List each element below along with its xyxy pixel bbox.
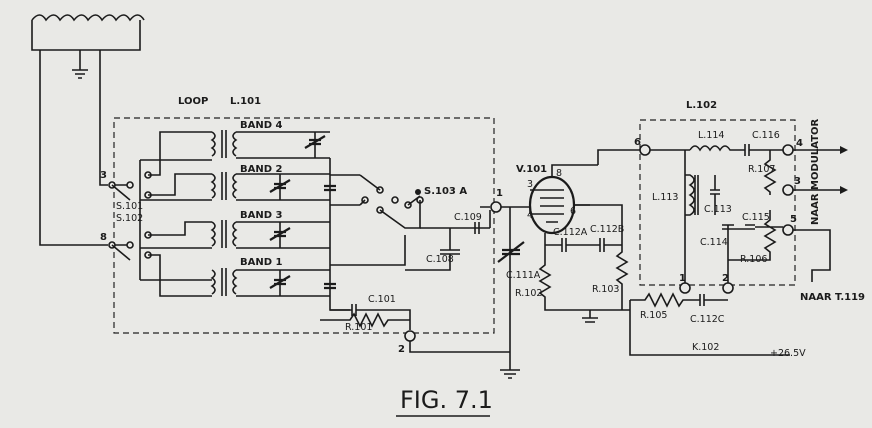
loop-ref-label: L.101 — [230, 96, 261, 107]
c109-label: C.109 — [454, 212, 482, 223]
l102-terminal-5 — [782, 224, 794, 236]
tube-pin-6: 6 — [570, 206, 576, 217]
l102-terminal-4 — [782, 144, 794, 156]
r102-label: R.102 — [515, 288, 542, 299]
c112b-label: C.112B — [590, 224, 624, 235]
r105-label: R.105 — [640, 310, 667, 321]
selector-switch-s101 — [108, 171, 152, 261]
c101-label: C.101 — [368, 294, 396, 305]
loop-box-outline — [113, 117, 495, 334]
r103-label: R.103 — [592, 284, 619, 295]
tube-pin-8: 8 — [556, 168, 562, 179]
tube-pin-3: 3 — [527, 179, 533, 190]
l102-label: L.102 — [686, 100, 717, 111]
l114-label: L.114 — [698, 130, 724, 141]
c112c-label: C.112C — [690, 314, 725, 325]
s101-label: S.101 — [116, 201, 143, 212]
c114-label: C.114 — [700, 237, 728, 248]
l102-pin-6-label: 6 — [634, 137, 641, 148]
s102-label: S.102 — [116, 213, 143, 224]
l102-terminal-2 — [722, 282, 734, 294]
terminal-1-label: 1 — [496, 188, 503, 199]
c101-r101-wiring — [320, 304, 411, 330]
output-arrows — [840, 146, 848, 194]
l102-pin-1-label: 1 — [679, 273, 686, 284]
band2-label: BAND 2 — [240, 164, 283, 175]
tube-v101 — [528, 164, 598, 235]
s103a-label: S.103 A — [424, 186, 467, 197]
tube-label: V.101 — [516, 164, 547, 175]
output-modulator-label: NAAR MODULATOR — [810, 118, 821, 225]
supply-voltage-label: +26.5V — [770, 348, 806, 359]
terminal-3-label: 3 — [100, 170, 107, 181]
k102-label: K.102 — [692, 342, 719, 353]
tube-pin-4: 4 — [527, 210, 533, 221]
output-t119-label: NAAR T.119 — [800, 292, 865, 303]
band-transformers — [210, 130, 238, 296]
rotary-switch-s103a — [359, 174, 424, 229]
r106-label: R.106 — [740, 254, 767, 265]
loop-antenna-coil — [31, 14, 145, 246]
c111a-capacitor — [497, 241, 525, 263]
cathode-network — [538, 204, 630, 323]
l102-pin-2-label: 2 — [722, 273, 729, 284]
l102-internals — [597, 144, 840, 283]
l102-pin-3-label: 3 — [794, 176, 801, 187]
ground-wiring — [409, 206, 530, 379]
l113-label: L.113 — [652, 192, 678, 203]
terminal-2-label: 2 — [398, 344, 405, 355]
c113-label: C.113 — [704, 204, 732, 215]
r107-label: R.107 — [748, 164, 775, 175]
band4-label: BAND 4 — [240, 120, 283, 131]
l102-pin-4-label: 4 — [796, 138, 803, 149]
l102-terminal-1 — [679, 282, 691, 294]
c111a-label: C.111A — [506, 270, 541, 281]
r101-label: R.101 — [345, 322, 372, 333]
l102-terminal-3 — [782, 184, 794, 196]
c115-label: C.115 — [742, 212, 770, 223]
loop-title: LOOP — [178, 96, 208, 107]
trimmer-capacitors — [269, 135, 336, 290]
loop-wiring — [139, 131, 406, 311]
c108-c109-wiring — [405, 210, 491, 271]
l102-pin-5-label: 5 — [790, 214, 797, 225]
c112a-label: C.112A — [553, 227, 588, 238]
c116-label: C.116 — [752, 130, 780, 141]
band3-label: BAND 3 — [240, 210, 283, 221]
terminal-8-label: 8 — [100, 232, 107, 243]
terminal-2-connector — [404, 330, 416, 342]
l102-terminal-6 — [639, 144, 651, 156]
terminal-1-connector — [490, 201, 502, 213]
c108-label: C.108 — [426, 254, 454, 265]
figure-caption: FIG. 7.1 — [400, 386, 493, 414]
supply-line — [629, 292, 790, 356]
band1-label: BAND 1 — [240, 257, 283, 268]
